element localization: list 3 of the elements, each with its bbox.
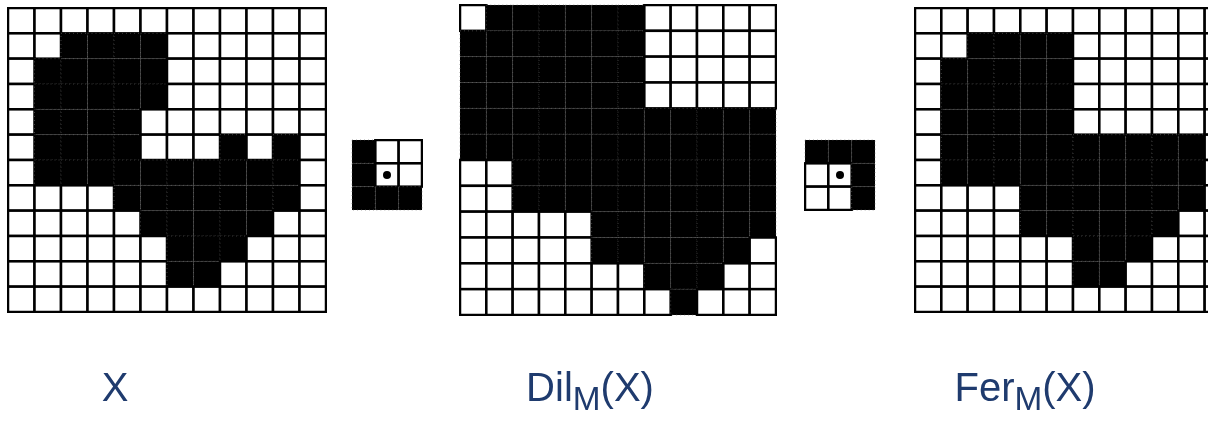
- formula-label: X: [101, 365, 129, 410]
- formula-label: Dil$_{M}$(X): [526, 365, 654, 418]
- formula-label: Fer$_{M}$(X): [954, 365, 1096, 418]
